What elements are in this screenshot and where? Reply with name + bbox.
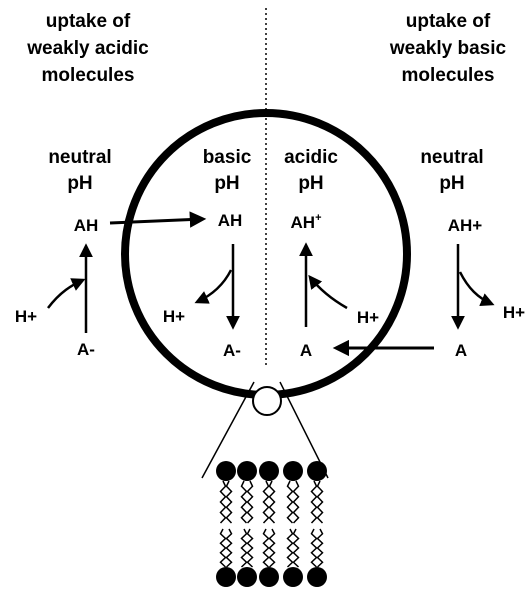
lipid-tail (294, 481, 299, 523)
lipid-tail (227, 481, 232, 523)
inner-left-region-line2: pH (214, 173, 239, 194)
inner-right-ah-label: AH+ (291, 212, 322, 232)
lipid-head (307, 567, 327, 587)
lipid-head (307, 461, 327, 481)
lipid-head (283, 567, 303, 587)
lipid-head (216, 567, 236, 587)
lipid-tail (248, 481, 253, 523)
lipid-tail (264, 529, 269, 567)
lipid-tail (242, 529, 247, 567)
lipid-tail (318, 481, 323, 523)
lipid-tail (227, 529, 232, 567)
lipid-tail (270, 481, 275, 523)
lipid-tail (294, 529, 299, 567)
outer-right-region-line2: pH (439, 173, 464, 194)
lipid-tail (242, 481, 247, 523)
outer-left-h-label: H+ (15, 307, 37, 326)
lipid-tail (312, 481, 317, 523)
lipid-tail (248, 529, 253, 567)
lipid-tail (221, 529, 226, 567)
lipid-tail (318, 529, 323, 567)
outer-left-a-label: A- (77, 340, 95, 359)
inner-left-region-line1: basic (203, 147, 252, 168)
inner-left-ah-label: AH (218, 211, 243, 230)
lipid-tail (270, 529, 275, 567)
inner-left-proton-arrow (197, 270, 231, 302)
lipid-head (283, 461, 303, 481)
inner-right-region-line1: acidic (284, 147, 338, 168)
lipid-tail (221, 481, 226, 523)
outer-right-region-line1: neutral (420, 147, 483, 168)
heading-left-line2: weakly acidic (26, 38, 149, 59)
lipid-head (237, 461, 257, 481)
heading-left-line1: uptake of (46, 11, 131, 32)
inner-right-region-line2: pH (298, 173, 323, 194)
zoom-spot (253, 387, 281, 415)
inner-right-ah-superscript: + (315, 212, 321, 224)
heading-right-line2: weakly basic (389, 38, 507, 59)
outer-left-region-line1: neutral (48, 147, 111, 168)
lipid-tail (288, 481, 293, 523)
lipid-head (216, 461, 236, 481)
outer-right-proton-arrow (460, 272, 492, 304)
lipid-tail (264, 481, 269, 523)
lipid-head (237, 567, 257, 587)
heading-right-line3: molecules (402, 65, 495, 86)
inner-right-ah-text: AH (291, 213, 316, 232)
outer-left-proton-arrow (48, 280, 83, 308)
inner-right-h-label: H+ (357, 308, 379, 327)
heading-left-line3: molecules (42, 65, 135, 86)
lipid-head (259, 567, 279, 587)
inner-left-h-label: H+ (163, 307, 185, 326)
lipid-tail (312, 529, 317, 567)
outer-right-h-label: H+ (503, 303, 525, 322)
inner-right-a-label: A (300, 341, 312, 360)
inner-left-a-label: A- (223, 341, 241, 360)
heading-right-line1: uptake of (406, 11, 491, 32)
lipid-tail (288, 529, 293, 567)
lipid-head (259, 461, 279, 481)
outer-left-region-line2: pH (67, 173, 92, 194)
outer-left-ah-label: AH (74, 216, 99, 235)
ah-crossing-arrow (110, 219, 203, 223)
outer-right-ah-label: AH+ (448, 216, 483, 235)
outer-right-a-label: A (455, 341, 467, 360)
lipid-bilayer (216, 461, 327, 587)
inner-right-proton-arrow (310, 277, 347, 308)
